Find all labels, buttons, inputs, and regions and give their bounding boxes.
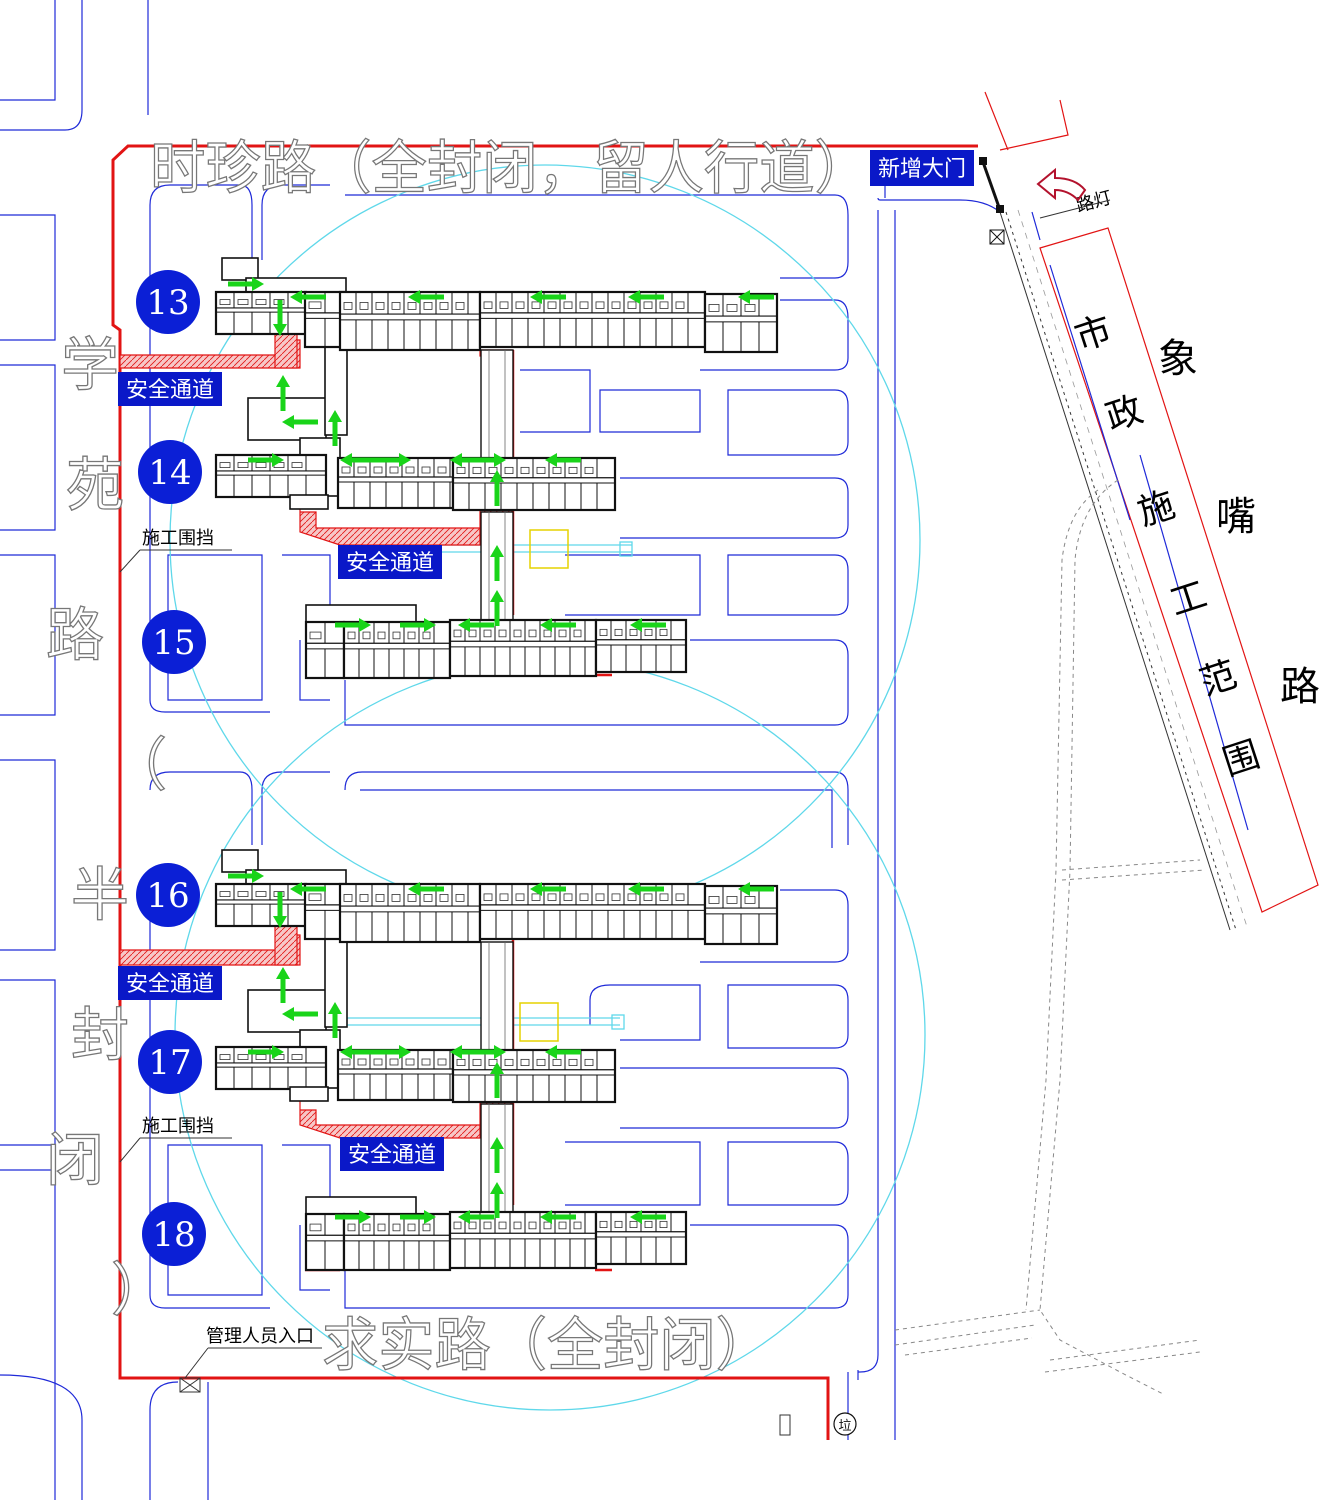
right-road-char: 嘴	[1216, 494, 1256, 540]
scope-char: 范	[1195, 654, 1242, 704]
building-number-badge: 13	[136, 270, 200, 334]
building-wing	[214, 290, 308, 336]
building-wing	[342, 1212, 452, 1272]
left-road-char: 路	[46, 601, 104, 669]
building-block	[221, 849, 259, 873]
direction-arrow-icon	[1036, 167, 1087, 202]
svg-text:安全通道: 安全通道	[126, 378, 214, 403]
svg-text:新增大门: 新增大门	[878, 157, 966, 182]
left-road-char: 封	[71, 1001, 129, 1069]
building-wing	[342, 620, 452, 680]
scope-char: 工	[1165, 574, 1212, 624]
top-road-label: 时珍路（全封闭，留人行道）	[150, 134, 870, 202]
building-wing	[448, 1210, 598, 1270]
municipal-area	[894, 91, 1319, 1396]
building-wing	[338, 882, 482, 944]
building-wing	[451, 456, 617, 512]
safety-passage-label-4: 安全通道	[340, 1137, 444, 1171]
left-road-char: ）	[111, 1256, 169, 1324]
building-wing	[703, 292, 779, 354]
connecting-corridor	[480, 941, 514, 1053]
scope-char: 施	[1133, 484, 1180, 534]
svg-text:安全通道: 安全通道	[348, 1143, 436, 1168]
right-road-char: 象	[1158, 336, 1198, 382]
building-number-badge: 15	[142, 610, 206, 674]
right-road-label: 象嘴路	[1158, 336, 1320, 710]
svg-text:安全通道: 安全通道	[126, 972, 214, 997]
new-gate-symbol	[979, 157, 1005, 245]
building-number-badge: 14	[138, 440, 202, 504]
building-wing	[448, 618, 598, 678]
fence-label-2: 施工围挡	[142, 1116, 214, 1137]
connecting-corridor	[480, 349, 514, 461]
building-wing	[336, 1048, 455, 1102]
building-block	[247, 989, 327, 1033]
street-lamp-label: 路灯	[1039, 187, 1114, 219]
left-road-char: 学	[61, 331, 119, 399]
safety-passage-label-2: 安全通道	[338, 545, 442, 579]
svg-text:13: 13	[146, 283, 189, 323]
buildings-layer	[214, 257, 779, 1272]
left-road-char: 苑	[66, 451, 124, 519]
left-road-label: 学苑路（ 半封闭）	[45, 330, 169, 1324]
manager-entrance-label: 管理人员入口	[206, 1326, 314, 1347]
svg-text:路灯: 路灯	[1074, 187, 1114, 217]
building-block	[289, 1086, 329, 1102]
safety-passage-label-1: 安全通道	[118, 372, 222, 406]
left-road-char: （	[109, 731, 167, 799]
building-badges: 13 14 15 16 17 18	[136, 270, 206, 1266]
site-boundary-fence	[111, 144, 978, 1440]
fence-label-1: 施工围挡	[142, 528, 214, 549]
building-wing	[304, 620, 346, 680]
scope-char: 政	[1101, 389, 1148, 439]
building-wing	[304, 1212, 346, 1272]
trash-icon: 垃	[833, 1412, 857, 1436]
building-wing	[336, 456, 455, 510]
svg-text:15: 15	[152, 623, 195, 663]
new-gate-label: 新增大门	[870, 150, 974, 186]
building-wing	[303, 290, 347, 349]
building-wing	[703, 884, 779, 946]
svg-text:16: 16	[146, 876, 189, 916]
right-road-char: 路	[1280, 664, 1320, 710]
scope-char: 围	[1218, 734, 1265, 784]
fence-leader-lines	[119, 549, 232, 1163]
left-road-char: 闭	[46, 1126, 104, 1194]
building-number-badge: 18	[142, 1202, 206, 1266]
bottom-road-label: 求实路（全封闭）	[322, 1311, 772, 1379]
building-wing	[338, 290, 482, 352]
building-number-badge: 16	[136, 863, 200, 927]
building-block	[289, 494, 329, 510]
svg-text:18: 18	[152, 1215, 195, 1255]
left-road-char: 半	[71, 861, 129, 929]
svg-text:垃: 垃	[838, 1419, 851, 1434]
manager-gate-symbol	[179, 1347, 791, 1436]
left-parcels	[0, 0, 209, 1500]
svg-text:14: 14	[148, 453, 191, 493]
building-block	[247, 397, 327, 441]
building-wing	[478, 290, 707, 349]
svg-text:安全通道: 安全通道	[346, 551, 434, 576]
building-wing	[478, 882, 707, 941]
building-wing	[451, 1048, 617, 1104]
tower-crane-bases	[519, 529, 569, 1042]
internal-roads	[149, 178, 1001, 1440]
building-block	[221, 257, 259, 281]
svg-text:17: 17	[148, 1043, 191, 1083]
safety-passage-label-3: 安全通道	[118, 966, 222, 1000]
building-number-badge: 17	[138, 1030, 202, 1094]
